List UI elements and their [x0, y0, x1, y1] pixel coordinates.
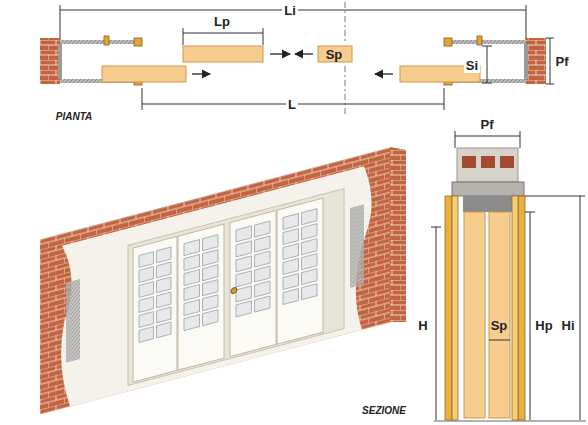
- glass-pane: [236, 301, 252, 317]
- glass-pane: [236, 256, 252, 272]
- glass-pane: [184, 240, 200, 256]
- glass-pane: [157, 247, 172, 263]
- glass-pane: [255, 251, 271, 267]
- glass-pane: [236, 286, 252, 302]
- dimension-label: L: [286, 97, 298, 112]
- glass-pane: [203, 250, 219, 266]
- glass-pane: [283, 288, 299, 304]
- dimension-label: Hp: [533, 318, 554, 333]
- dimension-label: Sp: [324, 47, 345, 62]
- dimension-label: Si: [464, 58, 480, 73]
- glass-pane: [255, 266, 271, 282]
- glass-pane: [283, 243, 299, 259]
- glass-pane: [203, 295, 219, 311]
- door-panel: [133, 236, 177, 382]
- glass-pane: [203, 265, 219, 281]
- glass-pane: [157, 262, 172, 278]
- door-panel: [277, 198, 323, 344]
- glass-pane: [236, 226, 252, 242]
- glass-pane: [203, 235, 219, 251]
- glass-pane: [139, 327, 154, 343]
- view-title: PIANTA: [54, 111, 94, 123]
- dimension-label: Hi: [560, 318, 577, 333]
- glass-pane: [283, 273, 299, 289]
- glass-pane: [283, 213, 299, 229]
- glass-pane: [255, 281, 271, 297]
- dimension-label: Pf: [554, 54, 571, 69]
- wall-perspective: [40, 147, 390, 414]
- door-panel: [230, 210, 276, 356]
- glass-pane: [139, 312, 154, 328]
- glass-pane: [184, 300, 200, 316]
- glass-pane: [184, 315, 200, 331]
- door-panel: [178, 224, 224, 370]
- glass-pane: [255, 221, 271, 237]
- dimension-label: Sp: [489, 318, 510, 333]
- dimension-label: H: [416, 318, 429, 333]
- glass-pane: [283, 258, 299, 274]
- glass-pane: [203, 280, 219, 296]
- glass-pane: [157, 307, 172, 323]
- glass-pane: [184, 255, 200, 271]
- dimension-label: Lp: [212, 14, 232, 29]
- glass-pane: [157, 292, 172, 308]
- glass-pane: [236, 241, 252, 257]
- glass-pane: [283, 228, 299, 244]
- glass-pane: [302, 239, 318, 255]
- glass-pane: [236, 271, 252, 287]
- glass-pane: [203, 310, 219, 326]
- glass-pane: [157, 277, 172, 293]
- dimension-label: Pf: [479, 117, 496, 132]
- glazed-doors: [133, 198, 323, 382]
- plan-view: [40, 2, 554, 115]
- glass-pane: [184, 270, 200, 286]
- glass-pane: [302, 269, 318, 285]
- glass-pane: [302, 254, 318, 270]
- glass-pane: [302, 284, 318, 300]
- glass-pane: [157, 322, 172, 338]
- glass-pane: [184, 285, 200, 301]
- glass-pane: [255, 236, 271, 252]
- glass-pane: [139, 282, 154, 298]
- glass-pane: [139, 297, 154, 313]
- glass-pane: [139, 252, 154, 268]
- glass-pane: [139, 267, 154, 283]
- dimension-label: Li: [282, 3, 298, 18]
- section-view: [431, 131, 586, 421]
- glass-pane: [255, 296, 271, 312]
- view-title: SEZIONE: [360, 405, 408, 417]
- glass-pane: [302, 209, 318, 225]
- door-knob: [231, 287, 237, 294]
- glass-pane: [302, 224, 318, 240]
